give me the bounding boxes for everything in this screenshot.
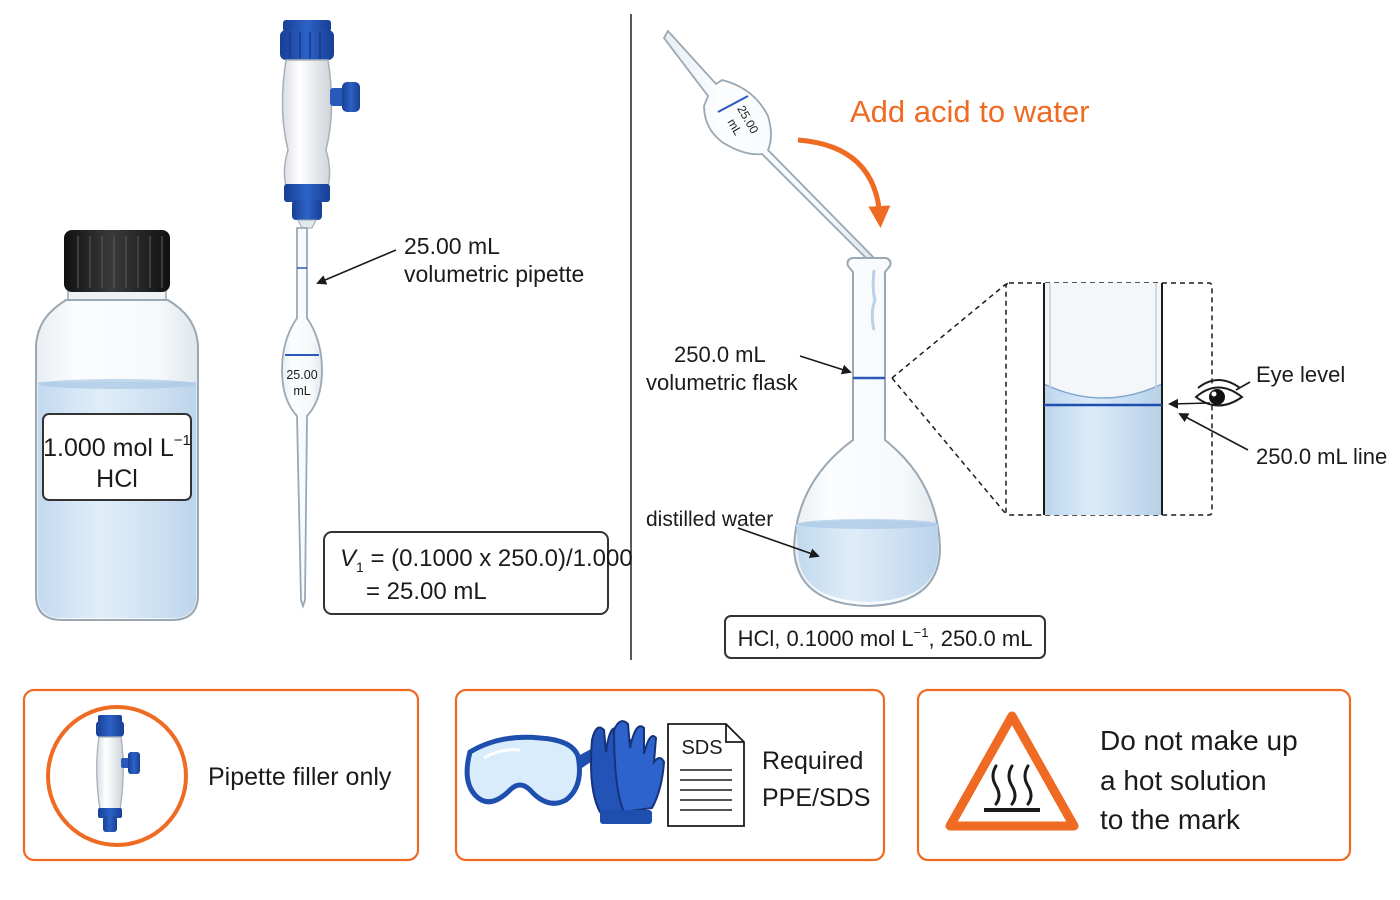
formula-box: V1 = (0.1000 x 250.0)/1.000 = 25.00 mL xyxy=(323,531,633,615)
zoom-connector-bottom xyxy=(891,377,1007,515)
eye-level-label: Eye level xyxy=(1256,362,1345,387)
pipette-callout-line1: 25.00 mL xyxy=(404,233,500,259)
svg-text:HCl, 0.1000 mol L−1, 250.0 mL: HCl, 0.1000 mol L−1, 250.0 mL xyxy=(738,625,1033,651)
safety-panel-ppe: SDS Required PPE/SDS xyxy=(454,688,886,862)
filler-text: Pipette filler only xyxy=(208,763,392,791)
bottle-label-superscript: −1 xyxy=(174,432,191,449)
pipette-with-filler: 25.00 mL xyxy=(280,20,360,609)
acid-to-water-note: Add acid to water xyxy=(850,94,1090,129)
eye-level-arrow xyxy=(1168,398,1211,409)
hot-text-line2: a hot solution xyxy=(1100,765,1267,796)
formula-line1: = (0.1000 x 250.0)/1.000 xyxy=(364,545,633,572)
hot-text-line1: Do not make up xyxy=(1100,725,1298,756)
bottle-cap xyxy=(64,230,170,292)
volumetric-flask xyxy=(792,257,942,608)
pouring-pipette: 25.00 mL xyxy=(662,29,880,268)
bottle-label-line2: HCl xyxy=(96,465,138,493)
gloves-icon xyxy=(590,720,666,824)
ppe-text-line1: Required xyxy=(762,747,863,775)
meniscus-zoom-box xyxy=(1005,282,1213,516)
eye-level-pointer xyxy=(1235,381,1251,391)
acid-to-water-arrow xyxy=(797,137,891,228)
safety-panel-filler: Pipette filler only xyxy=(22,688,420,862)
mark-line-label: 250.0 mL line xyxy=(1256,444,1387,469)
flask-callout-line2: volumetric flask xyxy=(646,370,799,395)
pipette-callout-arrow xyxy=(316,249,397,285)
flask-callout-line1: 250.0 mL xyxy=(674,342,766,367)
formula-variable: V xyxy=(340,545,358,572)
safety-panel-hot: Do not make up a hot solution to the mar… xyxy=(916,688,1352,862)
formula-subscript: 1 xyxy=(356,559,364,575)
flask-callout-arrow xyxy=(799,355,852,375)
hot-surface-warning-icon xyxy=(945,711,1079,831)
eye-icon xyxy=(1194,379,1244,407)
result-suffix: , 250.0 mL xyxy=(928,626,1032,651)
sds-document-icon: SDS xyxy=(667,723,745,827)
sds-document-label: SDS xyxy=(681,737,722,759)
pipette-bulb-volume: 25.00 xyxy=(286,368,317,382)
mark-line-arrow xyxy=(1178,413,1249,451)
svg-text:1.000 mol L−1: 1.000 mol L−1 xyxy=(43,432,191,462)
result-prefix: HCl, 0.1000 mol L xyxy=(738,626,914,651)
svg-text:V1 = (0.1000 x 250.0)/1.000: V1 = (0.1000 x 250.0)/1.000 xyxy=(340,545,633,575)
result-superscript: −1 xyxy=(914,625,929,640)
pipette-bulb-unit: mL xyxy=(293,384,310,398)
bottle-label xyxy=(42,413,192,501)
ppe-text-line2: PPE/SDS xyxy=(762,784,870,812)
pipette-callout-line2: volumetric pipette xyxy=(404,261,584,287)
distilled-water-arrow xyxy=(737,527,820,559)
hot-text-line3: to the mark xyxy=(1100,804,1241,835)
result-solution-box: HCl, 0.1000 mol L−1, 250.0 mL xyxy=(724,615,1046,659)
formula-line2: = 25.00 mL xyxy=(366,578,487,605)
pipette-filler-icon xyxy=(96,715,140,832)
zoom-connector-top xyxy=(891,283,1007,379)
distilled-water-label: distilled water xyxy=(646,508,773,531)
bottle-label-line1: 1.000 mol L xyxy=(43,434,174,462)
stock-bottle: 1.000 mol L−1 HCl xyxy=(35,230,199,621)
